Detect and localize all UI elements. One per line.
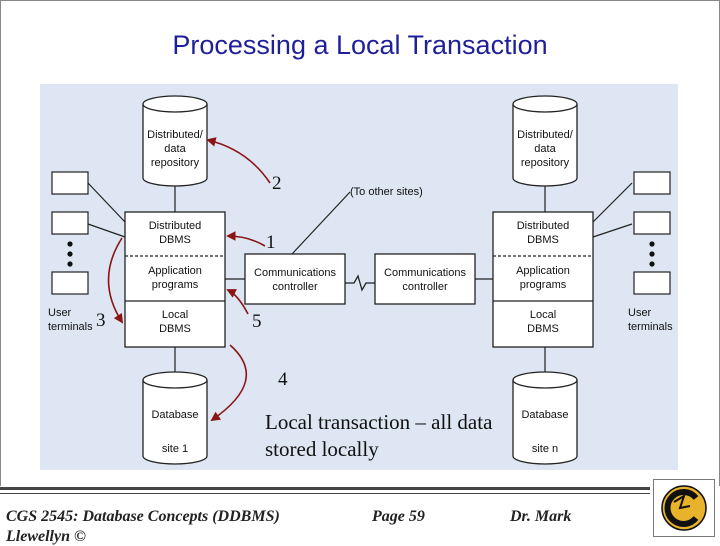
right-repository-line3: repository bbox=[520, 157, 570, 169]
right-site-box bbox=[492, 211, 594, 348]
right-database-label: Database bbox=[521, 409, 569, 421]
left-local-line2: DBMS bbox=[159, 323, 191, 335]
step-1-label: 1 bbox=[266, 232, 276, 253]
left-repository-line3: repository bbox=[150, 157, 200, 169]
left-database-label: Database bbox=[151, 409, 199, 421]
right-apps-label: Application programs bbox=[498, 264, 588, 292]
right-terminals-line2: terminals bbox=[628, 321, 673, 333]
left-terminals-line1: User bbox=[48, 307, 72, 319]
right-terminals-label: User terminals bbox=[628, 306, 678, 334]
right-dbms-label: Distributed DBMS bbox=[498, 219, 588, 247]
right-local-line2: DBMS bbox=[527, 323, 559, 335]
left-terminal-dots bbox=[67, 241, 73, 267]
right-site-label: site n bbox=[531, 443, 559, 455]
arrow-step-2 bbox=[206, 137, 271, 184]
arrow-step-3 bbox=[107, 237, 124, 324]
left-site-label: site 1 bbox=[161, 443, 189, 455]
right-local-line1: Local bbox=[529, 309, 557, 321]
left-local-line1: Local bbox=[161, 309, 189, 321]
right-apps-line1: Application bbox=[516, 265, 570, 277]
right-comm-box bbox=[374, 253, 476, 305]
footer-rule-thin bbox=[0, 493, 650, 494]
flow-arrows bbox=[107, 137, 271, 422]
slide-footer: CGS 2545: Database Concepts (DDBMS) Page… bbox=[0, 486, 720, 545]
left-terminals-line2: terminals bbox=[48, 321, 93, 333]
right-comm-label: Communications controller bbox=[378, 266, 472, 294]
right-terminals bbox=[633, 171, 671, 295]
step-2-label: 2 bbox=[272, 173, 282, 194]
right-comm-line2: controller bbox=[402, 281, 448, 293]
other-sites-label: (To other sites) bbox=[350, 186, 423, 198]
right-local-dbms-label: Local DBMS bbox=[498, 308, 588, 336]
right-comm-line1: Communications bbox=[384, 267, 466, 279]
left-apps-line2: programs bbox=[151, 279, 199, 291]
diagram-caption: Local transaction – all data stored loca… bbox=[265, 410, 493, 461]
footer-author-line2: Llewellyn © bbox=[6, 528, 86, 545]
left-comm-label: Communications controller bbox=[248, 266, 342, 294]
comm-link bbox=[345, 274, 375, 292]
left-comm-line2: controller bbox=[272, 281, 318, 293]
right-terminal-dots bbox=[649, 241, 655, 267]
right-terminals-line1: User bbox=[628, 307, 652, 319]
left-dbms-line2: DBMS bbox=[159, 234, 191, 246]
arrow-step-5 bbox=[226, 289, 249, 315]
connector-lines bbox=[87, 182, 633, 372]
left-apps-line1: Application bbox=[148, 265, 202, 277]
left-repository-line2: data bbox=[164, 143, 186, 155]
left-dbms-line1: Distributed bbox=[148, 220, 202, 232]
right-repository-line1: Distributed/ bbox=[517, 129, 573, 141]
step-4-label: 4 bbox=[278, 369, 288, 390]
left-terminals bbox=[51, 171, 89, 295]
slide-title: Processing a Local Transaction bbox=[172, 30, 548, 60]
left-database-cylinder bbox=[142, 371, 208, 465]
right-repository-line2: data bbox=[534, 143, 556, 155]
footer-course: CGS 2545: Database Concepts (DDBMS) bbox=[6, 508, 280, 525]
left-dbms-label: Distributed DBMS bbox=[130, 219, 220, 247]
university-logo bbox=[653, 479, 715, 537]
left-comm-line1: Communications bbox=[254, 267, 336, 279]
left-terminals-label: User terminals bbox=[48, 306, 98, 334]
left-apps-label: Application programs bbox=[130, 264, 220, 292]
footer-page: Page 59 bbox=[372, 508, 425, 525]
right-database-cylinder bbox=[512, 371, 578, 465]
right-dbms-line2: DBMS bbox=[527, 234, 559, 246]
right-repository-label: Distributed/ data repository bbox=[510, 128, 580, 170]
left-repository-line1: Distributed/ bbox=[147, 129, 203, 141]
left-local-dbms-label: Local DBMS bbox=[130, 308, 220, 336]
left-repository-cylinder bbox=[142, 95, 208, 187]
right-repository-cylinder bbox=[512, 95, 578, 187]
right-apps-line2: programs bbox=[519, 279, 567, 291]
right-dbms-line1: Distributed bbox=[516, 220, 570, 232]
arrow-step-4 bbox=[210, 344, 247, 422]
arrow-step-1 bbox=[226, 231, 266, 247]
step-3-label: 3 bbox=[96, 310, 106, 331]
footer-rule-thick bbox=[0, 487, 650, 490]
footer-author: Dr. Mark bbox=[510, 508, 572, 525]
left-repository-label: Distributed/ data repository bbox=[140, 128, 210, 170]
logo-graphic bbox=[661, 485, 707, 531]
step-5-label: 5 bbox=[252, 311, 262, 332]
